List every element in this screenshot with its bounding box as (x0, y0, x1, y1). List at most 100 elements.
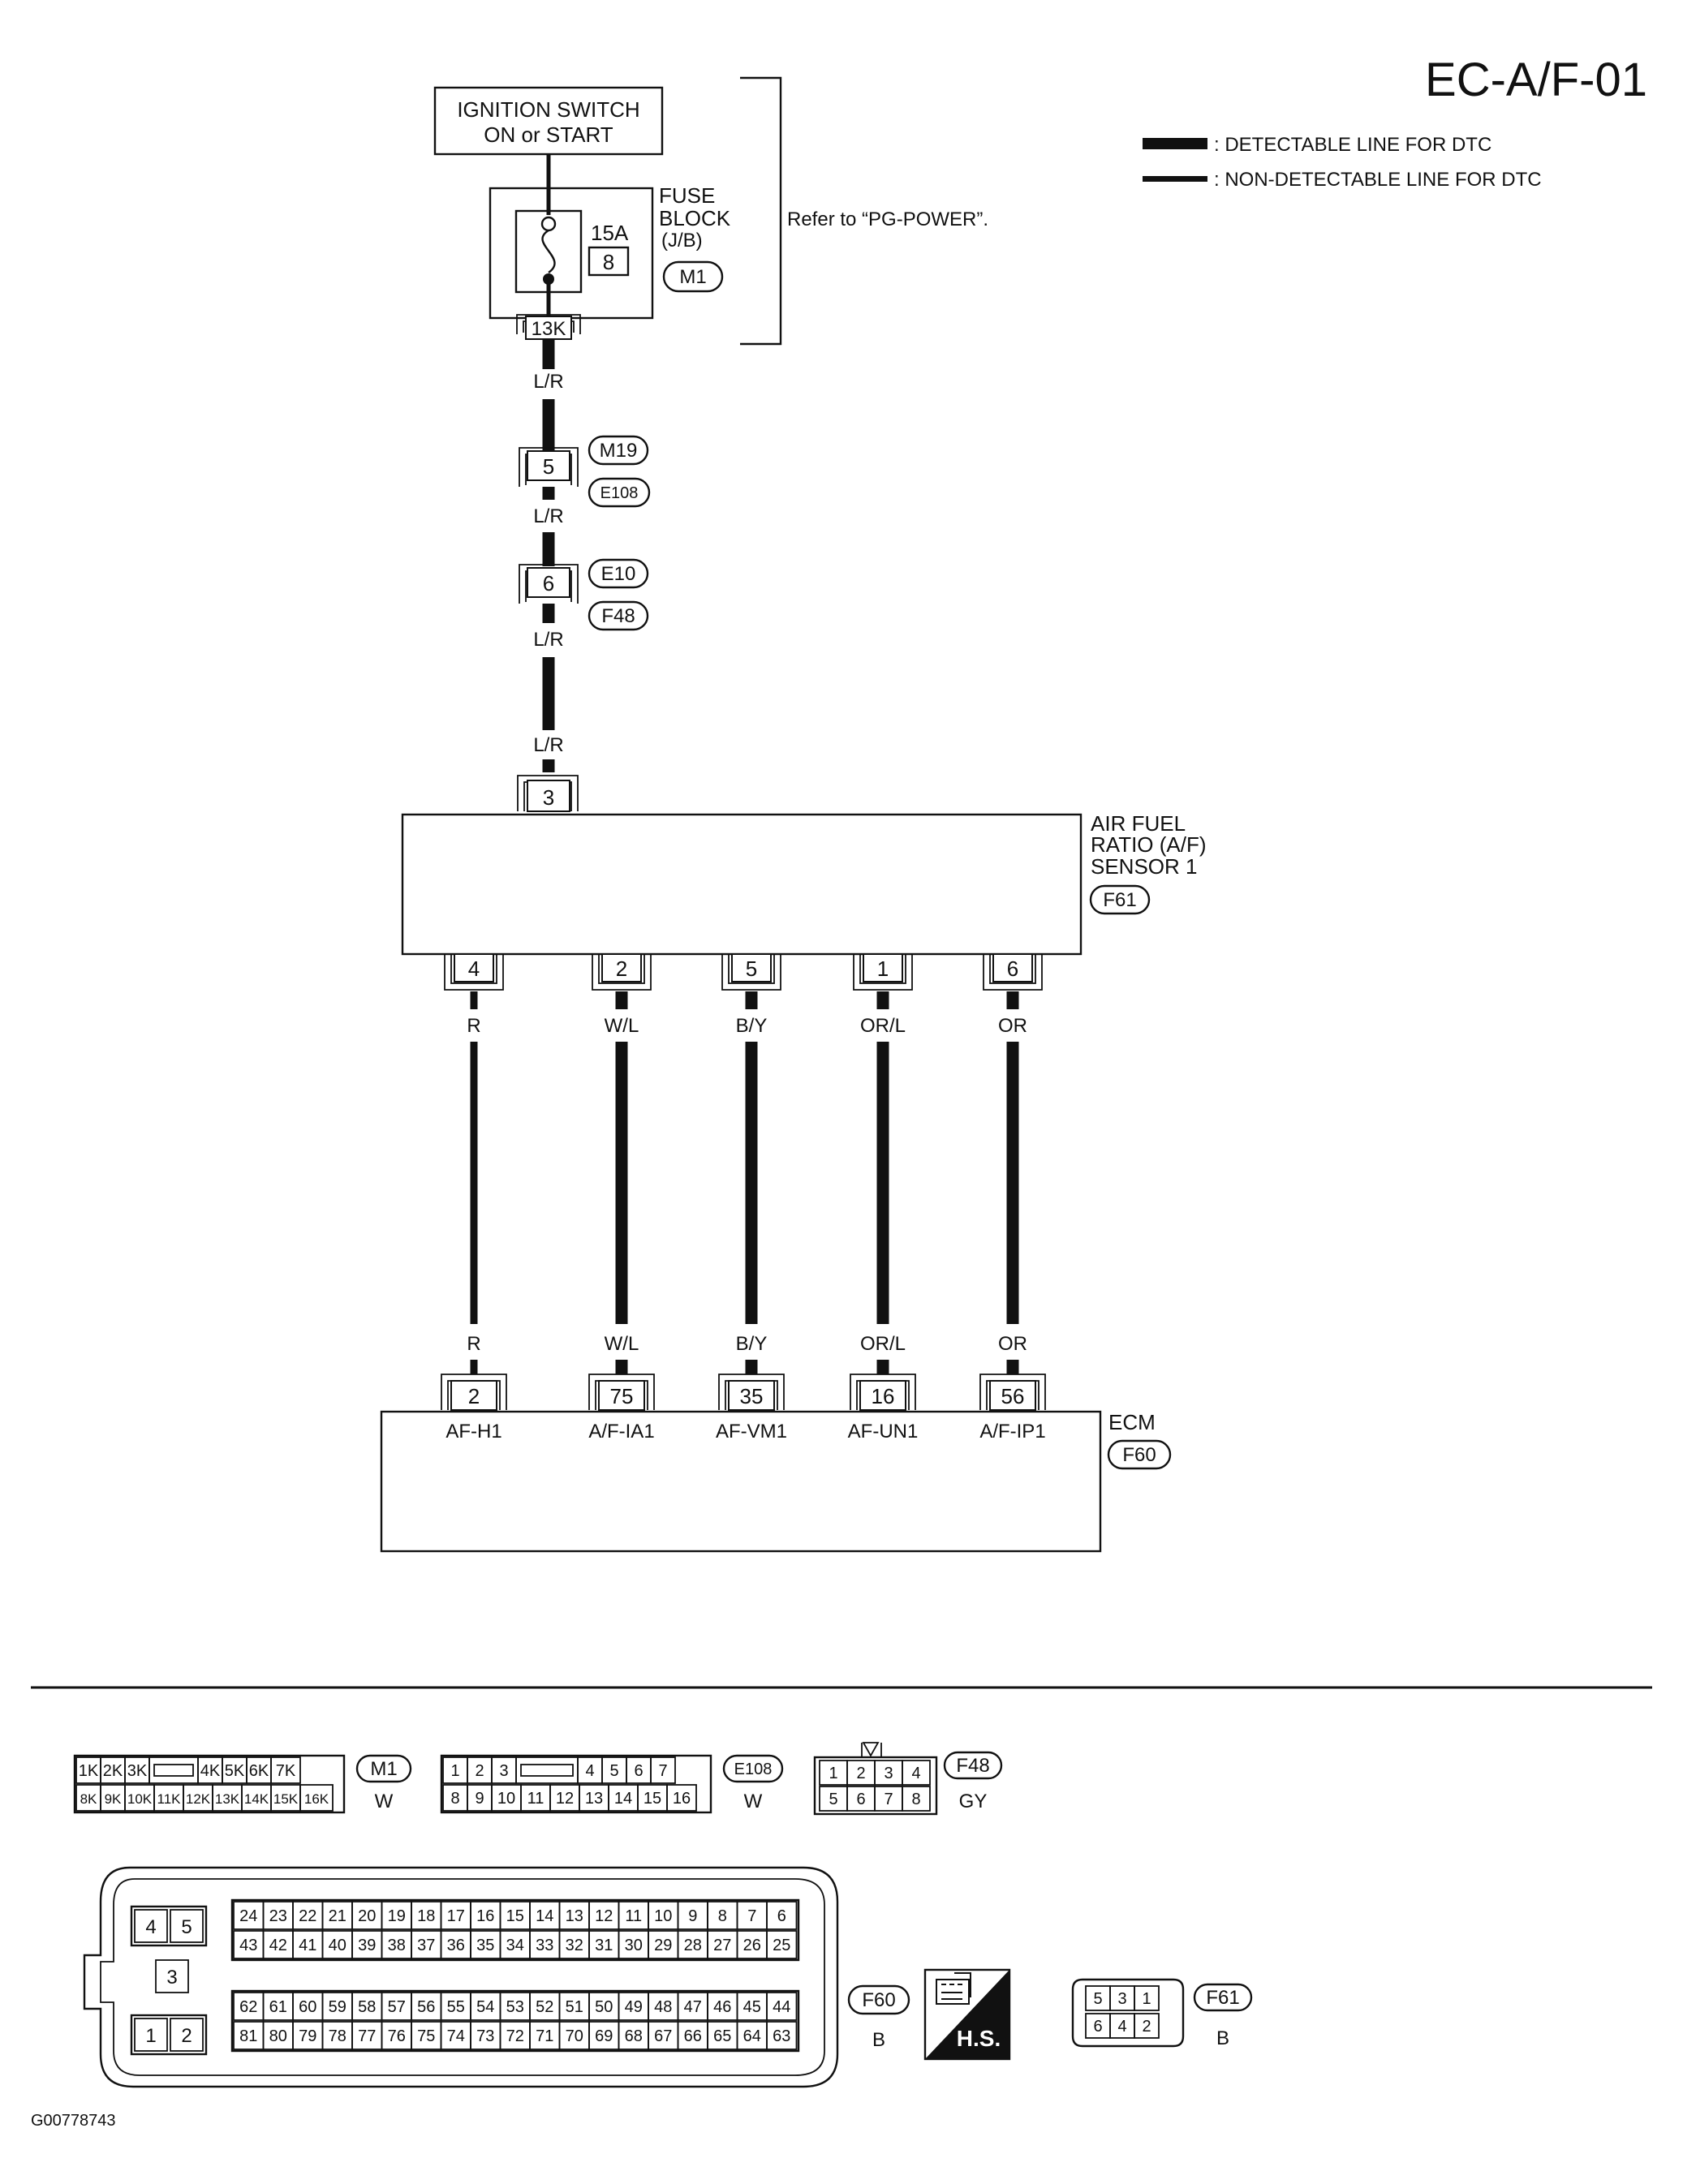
ecm-label: ECM (1108, 1410, 1156, 1434)
pin-label: 5 (1093, 1990, 1102, 2008)
ecm-signal-name: AF-UN1 (848, 1421, 919, 1442)
wire-color-top: R (467, 1015, 480, 1037)
inline-connector-1-pin: 5 (543, 454, 554, 479)
fuse-block-label-1: FUSE (659, 183, 715, 208)
pin-label: 67 (654, 2027, 672, 2045)
pin-label: 51 (566, 1998, 583, 2016)
refer-note: Refer to “PG-POWER”. (787, 209, 988, 230)
pin-label: 16 (673, 1790, 691, 1808)
pin-label: 4 (585, 1762, 594, 1780)
power-wire: L/R 5 M19 E108 L/R 6 E10 F48 L/R L/R 3 (517, 339, 651, 812)
pin-label: 62 (239, 1998, 257, 2016)
pin-label: 8 (450, 1790, 459, 1808)
ignition-switch: IGNITION SWITCH ON or START (433, 86, 664, 156)
pin-label: 66 (684, 2027, 702, 2045)
pin-label: 14K (244, 1791, 269, 1807)
pin-label: 13 (566, 1907, 583, 1925)
sensor-pin-number: 1 (877, 957, 889, 981)
pin-cell (766, 1992, 798, 2021)
pin-label: 64 (743, 2027, 761, 2045)
ecm-pin-number: 2 (468, 1384, 480, 1408)
pin-label: 1K (79, 1762, 99, 1780)
pin-label: 10 (497, 1790, 515, 1808)
pin-label: 15K (273, 1791, 299, 1807)
pin-label: 75 (417, 2027, 435, 2045)
pin-label: 37 (417, 1937, 435, 1954)
ecm-connector-label: F60 (1122, 1444, 1156, 1466)
pin-label: 1 (1142, 1990, 1151, 2008)
pin-label: 2 (181, 2025, 192, 2047)
fuse-number: 8 (603, 250, 614, 274)
sensor-label-3: SENSOR 1 (1091, 854, 1198, 879)
pin-cell (299, 1784, 334, 1812)
pin-label: 1 (145, 2025, 156, 2047)
pin-label: 31 (595, 1937, 613, 1954)
f61-id: F61 (1206, 1987, 1239, 2009)
pin-label: 71 (536, 2027, 553, 2045)
wire-color-top: W/L (605, 1015, 639, 1037)
pin-label: 63 (773, 2027, 790, 2045)
pin-cell (902, 1786, 931, 1812)
pin-label: 73 (476, 2027, 494, 2045)
page-code: EC-A/F-01 (1425, 54, 1647, 106)
pin-label: 61 (269, 1998, 287, 2016)
ecm-pin-number: 56 (1001, 1384, 1025, 1408)
pin-label: 4 (145, 1916, 156, 1938)
fuse-block-connector-label: M1 (679, 266, 706, 288)
pin-label: 13 (585, 1790, 603, 1808)
pin-label: 14 (614, 1790, 632, 1808)
pin-label: 55 (447, 1998, 465, 2016)
pin-label: 6 (856, 1791, 865, 1808)
pin-label: 57 (388, 1998, 406, 2016)
wire-color-top: OR (998, 1015, 1027, 1037)
pin-label: 4 (1117, 2018, 1126, 2036)
pin-cell (666, 1784, 697, 1812)
sensor-power-pin: 3 (543, 785, 554, 810)
pin-cell (170, 2018, 204, 2052)
pin-label: 72 (506, 2027, 524, 2045)
pin-label: 10K (127, 1791, 153, 1807)
pin-label: 5K (225, 1762, 245, 1780)
pin-label: 3 (166, 1967, 177, 1988)
sensor-connector-label: F61 (1103, 889, 1136, 911)
fuse-terminal: 13K (532, 318, 566, 340)
f60-color: B (872, 2029, 885, 2051)
pin-label: 11 (625, 1907, 642, 1925)
pin-label: 70 (566, 2027, 583, 2045)
pin-label: 15 (644, 1790, 661, 1808)
sensor-pin-number: 2 (616, 957, 627, 981)
pin-label: 7K (276, 1762, 296, 1780)
pin-label: 52 (536, 1998, 553, 2016)
pin-label: 45 (743, 1998, 761, 2016)
pin-label: 79 (299, 2027, 316, 2045)
pin-label: 6 (634, 1762, 643, 1780)
refer-bracket: Refer to “PG-POWER”. (740, 76, 988, 346)
sensor-pin-number: 4 (468, 957, 480, 981)
pin-cell (1134, 2013, 1160, 2039)
wire-color-label-1: L/R (533, 371, 563, 393)
sensor-pin-number: 5 (746, 957, 757, 981)
pin-label: 2 (1142, 2018, 1151, 2036)
pin-label: 41 (299, 1937, 316, 1954)
pin-label: 25 (773, 1937, 790, 1954)
pin-label: 2 (856, 1765, 865, 1782)
ecm-signal-name: AF-H1 (446, 1421, 501, 1442)
pin-label: 6 (1093, 2018, 1102, 2036)
pin-label: 50 (595, 1998, 613, 2016)
pin-label: 11 (527, 1790, 544, 1808)
pin-label: 1 (829, 1765, 837, 1782)
legend-detectable: : DETECTABLE LINE FOR DTC (1214, 134, 1491, 156)
pin-label: 59 (329, 1998, 346, 2016)
pin-label: 20 (358, 1907, 376, 1925)
pin-label: 7 (658, 1762, 667, 1780)
m1-id: M1 (370, 1758, 397, 1780)
f60-id: F60 (862, 1989, 895, 2011)
pin-label: 39 (358, 1937, 376, 1954)
pin-label: 46 (713, 1998, 731, 2016)
pin-label: 48 (654, 1998, 672, 2016)
pin-label: 7 (747, 1907, 756, 1925)
